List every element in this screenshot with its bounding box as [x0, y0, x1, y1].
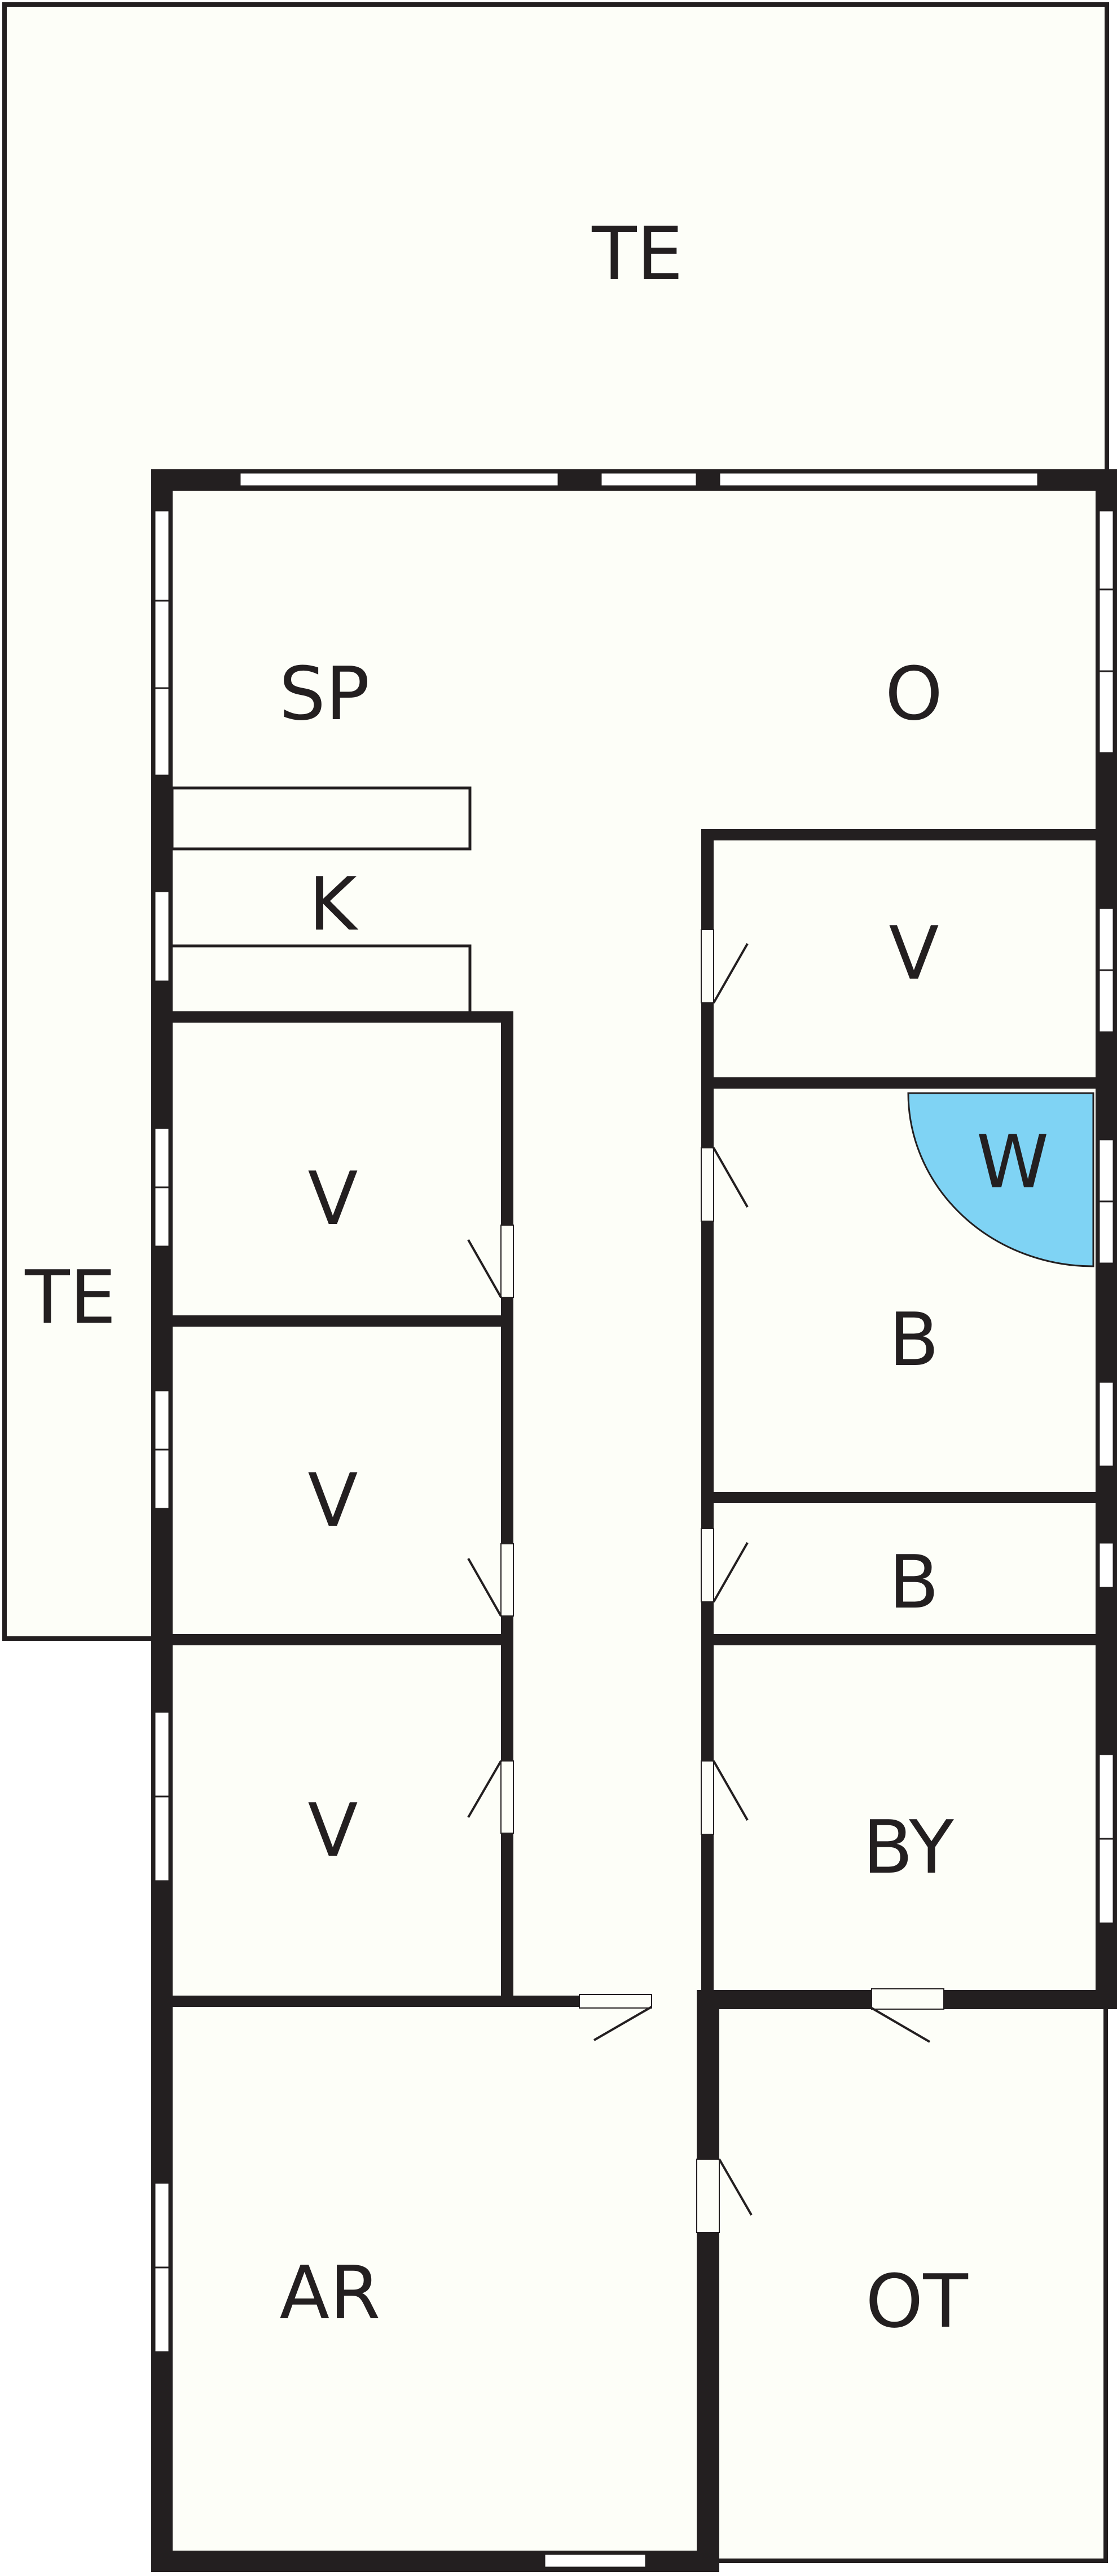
room-label-laundry: BY: [863, 1804, 954, 1890]
room-label-terrace-left: TE: [24, 1254, 116, 1340]
room-label-living: O: [885, 651, 943, 737]
room-label-dining: SP: [279, 651, 370, 737]
kitchen-counters: [170, 786, 472, 1011]
room-label-bathroom-main: B: [889, 1297, 939, 1382]
room-label-bedroom-left-2: V: [308, 1457, 358, 1543]
room-label-bathroom-small: B: [889, 1539, 939, 1625]
room-labels: TE TE SP O K V V V V W B B BY AR OT: [24, 211, 1049, 2344]
room-label-bedroom-right: V: [889, 910, 939, 996]
toilet-fixture: [907, 1092, 1094, 1267]
room-label-terrace-top: TE: [591, 211, 683, 297]
room-label-toilet: W: [977, 1119, 1049, 1205]
interior-walls: [172, 829, 1097, 2007]
windows: [153, 472, 1115, 2569]
room-label-bedroom-left-1: V: [308, 1156, 358, 1241]
room-label-workroom: AR: [279, 2250, 380, 2336]
room-label-outbuilding: OT: [865, 2258, 968, 2344]
room-label-bedroom-left-3: V: [308, 1787, 358, 1873]
room-label-kitchen: K: [309, 861, 358, 947]
door-openings: [500, 929, 944, 2233]
door-swings: [467, 943, 931, 2216]
